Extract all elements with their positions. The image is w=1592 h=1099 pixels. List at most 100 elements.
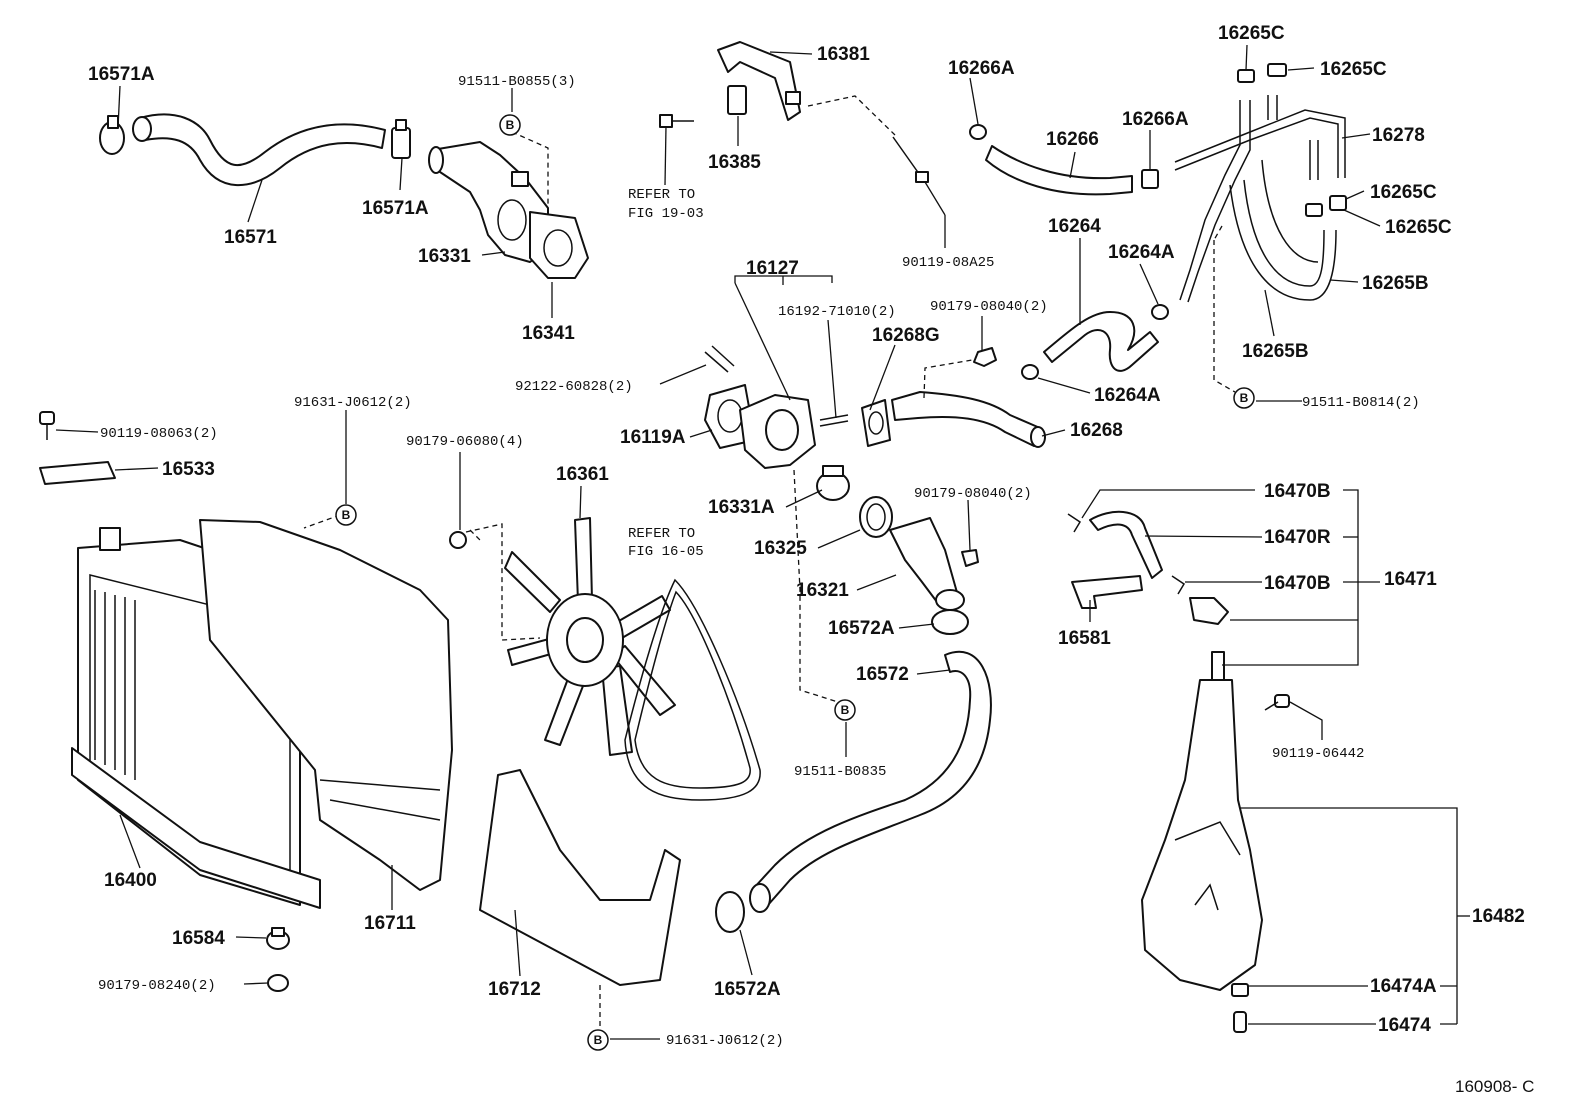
- label-16265c-2: 16265C: [1320, 59, 1387, 80]
- label-16264a-top: 16264A: [1108, 242, 1175, 263]
- label-90119-08063: 90119-08063(2): [100, 426, 218, 442]
- label-91511-b0814: 91511-B0814(2): [1302, 395, 1420, 411]
- callout-b-0814: B: [1233, 387, 1255, 409]
- reference-lines: [303, 95, 1236, 1030]
- label-16400: 16400: [104, 870, 157, 891]
- label-16265c-1: 16265C: [1218, 23, 1285, 44]
- callout-b-j0612-bot: B: [587, 1029, 609, 1051]
- svg-text:B: B: [841, 703, 850, 717]
- label-16266a-top: 16266A: [948, 58, 1015, 79]
- label-16321: 16321: [796, 580, 849, 601]
- label-16571a-top: 16571A: [88, 64, 155, 85]
- bolt-90119-06442: [1264, 694, 1290, 711]
- label-16268g: 16268G: [872, 325, 940, 346]
- label-16278: 16278: [1372, 125, 1425, 146]
- hose-clamp-16571a-top: [99, 115, 125, 155]
- cushion-16533: [39, 461, 116, 485]
- label-16268: 16268: [1070, 420, 1123, 441]
- label-16341: 16341: [522, 323, 575, 344]
- label-16331: 16331: [418, 246, 471, 267]
- label-refer-19-03-line2: FIG 19-03: [628, 206, 704, 222]
- clamp-16266a-mid: [1141, 169, 1159, 189]
- label-refer-16-05-line1: REFER TO: [628, 526, 695, 542]
- shroud-16712: [479, 769, 681, 986]
- bolt-90119-08063: [39, 411, 55, 440]
- label-90179-06080: 90179-06080(4): [406, 434, 524, 450]
- cushion-90179-08240: [267, 974, 289, 992]
- bolt-90119-08a25: [892, 136, 929, 183]
- hose-16470r: [1089, 510, 1163, 579]
- stud-92122-60828: [704, 345, 735, 373]
- leader-lines: [55, 44, 1470, 1040]
- stud-16192-71010: [819, 414, 849, 427]
- bracket-16581: [1071, 575, 1143, 609]
- label-16572a-top: 16572A: [828, 618, 895, 639]
- label-16127: 16127: [746, 258, 799, 279]
- svg-text:B: B: [1240, 391, 1249, 405]
- callout-b-0855: B: [499, 114, 521, 136]
- label-16266a-mid: 16266A: [1122, 109, 1189, 130]
- gasket-16341: [529, 211, 589, 279]
- pipe-16268: [891, 391, 1046, 448]
- bracket-16381: [717, 41, 801, 121]
- label-90179-08040-a: 90179-08040(2): [930, 299, 1048, 315]
- label-16264: 16264: [1048, 216, 1101, 237]
- label-90179-08240: 90179-08240(2): [98, 978, 216, 994]
- clamp-16474a: [1231, 983, 1249, 997]
- cap-16471: [1189, 597, 1229, 625]
- cooling-fan-16361: [504, 517, 676, 756]
- label-16572a-bot: 16572A: [714, 979, 781, 1000]
- labels: 16571A 16571 16571A 91511-B0855(3) 16331…: [88, 23, 1534, 1096]
- diagram-id: 160908- C: [1455, 1077, 1534, 1096]
- clamps-16264a: [1021, 304, 1169, 380]
- label-16264a-bot: 16264A: [1094, 385, 1161, 406]
- label-16265b-1: 16265B: [1362, 273, 1429, 294]
- label-16711: 16711: [364, 913, 416, 934]
- label-16381: 16381: [817, 44, 870, 65]
- label-refer-19-03-line1: REFER TO: [628, 187, 695, 203]
- gasket-16268g: [861, 399, 891, 447]
- label-91511-b0835: 91511-B0835: [794, 764, 886, 780]
- label-16712: 16712: [488, 979, 541, 1000]
- clamps-16265c: [1237, 63, 1347, 217]
- water-outlet-16331: [428, 141, 549, 263]
- clamp-16572a-top: [931, 609, 969, 635]
- label-16533: 16533: [162, 459, 215, 480]
- hose-16264: [1043, 311, 1159, 372]
- label-16581: 16581: [1058, 628, 1111, 649]
- label-92122-60828: 92122-60828(2): [515, 379, 633, 395]
- label-16470r: 16470R: [1264, 527, 1331, 548]
- label-91631-j0612-top: 91631-J0612(2): [294, 395, 412, 411]
- label-91631-j0612-bot: 91631-J0612(2): [666, 1033, 784, 1049]
- shroud-16711: [199, 519, 453, 891]
- hose-16265b: [1229, 159, 1337, 301]
- label-16471: 16471: [1384, 569, 1437, 590]
- label-16474: 16474: [1378, 1015, 1431, 1036]
- label-16119a: 16119A: [620, 427, 686, 448]
- thermostat-16331a: [816, 465, 850, 501]
- label-16470b-top: 16470B: [1264, 481, 1331, 502]
- label-90179-08040-b: 90179-08040(2): [914, 486, 1032, 502]
- label-16265c-3: 16265C: [1370, 182, 1437, 203]
- svg-text:B: B: [594, 1033, 603, 1047]
- clamp-16572a-bot: [715, 891, 745, 933]
- fan-belt: [624, 578, 761, 801]
- hose-clamp-16571a-mid: [391, 119, 411, 159]
- label-90119-06442: 90119-06442: [1272, 746, 1364, 762]
- insulator-16385: [727, 85, 747, 115]
- clamps-16470b: [1067, 513, 1186, 595]
- label-90119-08a25: 90119-08A25: [902, 255, 994, 271]
- label-91511-b0855: 91511-B0855(3): [458, 74, 576, 90]
- gasket-16325: [859, 496, 893, 538]
- svg-text:B: B: [506, 118, 515, 132]
- label-16265b-2: 16265B: [1242, 341, 1309, 362]
- lower-radiator-hose: [749, 650, 992, 913]
- label-16361: 16361: [556, 464, 609, 485]
- stop-16584: [266, 927, 290, 950]
- label-16470b-bot: 16470B: [1264, 573, 1331, 594]
- label-16572: 16572: [856, 664, 909, 685]
- nut-90179-06080: [449, 531, 467, 549]
- nut-90179-08040-a: [973, 347, 997, 367]
